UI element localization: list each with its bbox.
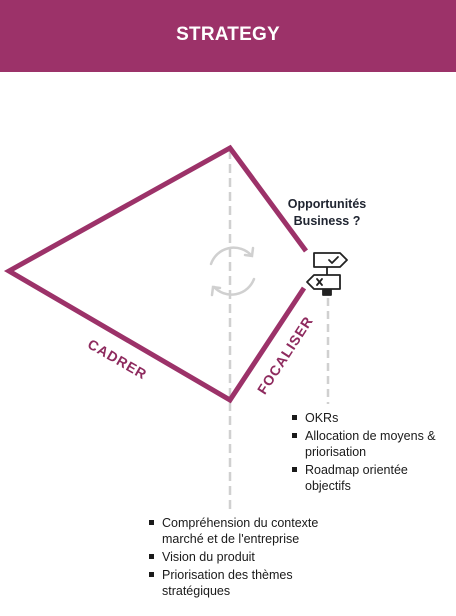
list-item: OKRs (291, 410, 451, 426)
opportunities-caption: Opportunités Business ? (268, 196, 386, 230)
refresh-cycle-icon (209, 246, 256, 297)
list-item: Allocation de moyens & priorisation (291, 428, 451, 460)
opportunities-line-2: Business ? (293, 214, 361, 228)
header-banner: STRATEGY (0, 0, 456, 72)
cadrer-label: CADRER (85, 336, 150, 383)
cadrer-list: Compréhension du contexte marché et de l… (148, 515, 358, 601)
opportunities-line-1: Opportunités (287, 197, 367, 211)
list-item: Vision du produit (148, 549, 358, 565)
list-item: Roadmap orientée objectifs (291, 462, 451, 494)
page-title: STRATEGY (176, 23, 280, 45)
focaliser-label: FOCALISER (254, 313, 316, 397)
signpost-icon (306, 252, 348, 296)
focaliser-list: OKRs Allocation de moyens & priorisation… (291, 410, 451, 496)
list-item: Priorisation des thèmes stratégiques (148, 567, 358, 599)
list-item: Compréhension du contexte marché et de l… (148, 515, 358, 547)
cadrer-shape (3, 144, 309, 404)
